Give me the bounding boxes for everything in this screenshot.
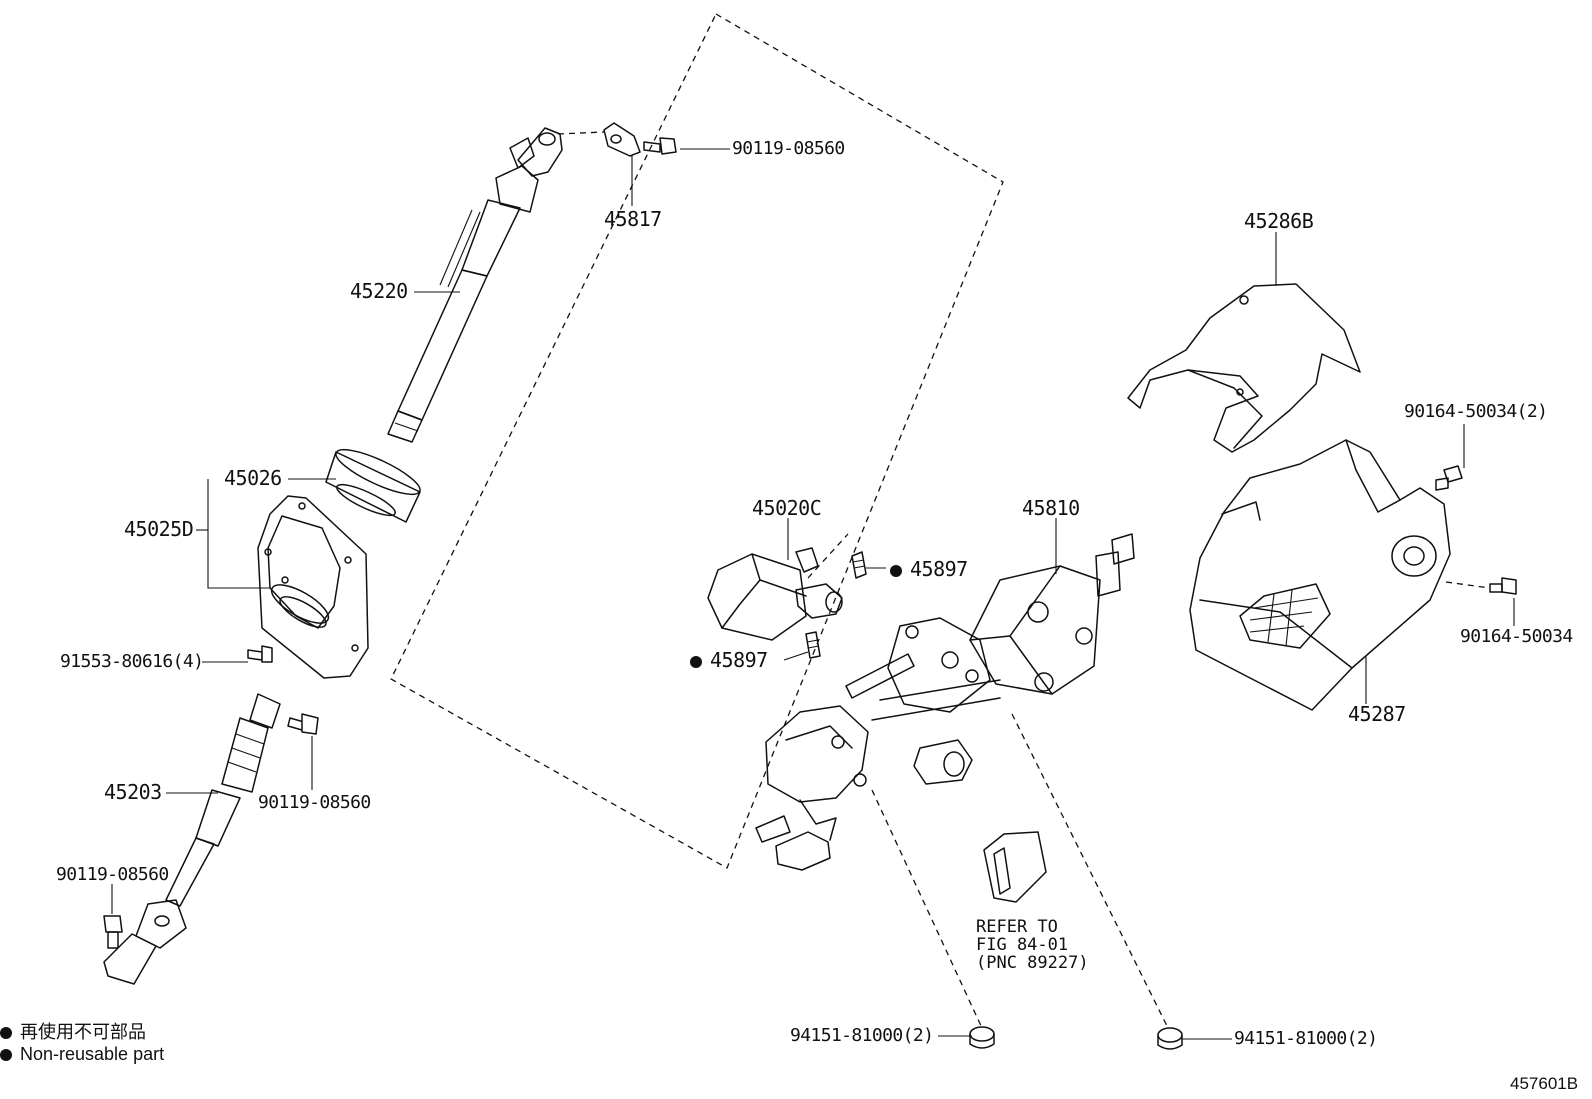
label-45286B: 45286B bbox=[1244, 209, 1314, 233]
bolt-45897-lower bbox=[805, 631, 821, 659]
nut-94151-left bbox=[969, 1026, 995, 1049]
label-45810: 45810 bbox=[1022, 496, 1080, 520]
label-45025D: 45025D bbox=[124, 517, 194, 541]
label-45020C: 45020C bbox=[752, 496, 822, 520]
clip-45817 bbox=[557, 122, 641, 157]
legend-japanese: 再使用不可部品 bbox=[0, 1018, 146, 1044]
label-94151-right: 94151-81000(2) bbox=[1234, 1028, 1378, 1049]
assembly-outline bbox=[390, 13, 1004, 869]
nut-path-left bbox=[871, 789, 983, 1029]
label-45897-upper: 45897 bbox=[890, 558, 968, 580]
legend-english: Non-reusable part bbox=[0, 1044, 164, 1065]
non-reusable-dot-icon bbox=[0, 1027, 12, 1040]
non-reusable-dot-icon bbox=[690, 655, 702, 668]
refer-note-line2: FIG 84-01 bbox=[976, 935, 1069, 955]
lower-cover-45287 bbox=[1189, 439, 1451, 711]
nut-94151-right bbox=[1157, 1027, 1183, 1050]
lock-45020C bbox=[707, 533, 849, 641]
label-94151-left: 94151-81000(2) bbox=[790, 1025, 934, 1046]
label-45287: 45287 bbox=[1348, 702, 1406, 726]
bolt-90119-top bbox=[643, 137, 677, 155]
nut-path-right bbox=[1011, 713, 1169, 1029]
label-90119-mid: 90119-08560 bbox=[258, 792, 371, 813]
label-45220: 45220 bbox=[350, 279, 408, 303]
steering-column-45810 bbox=[755, 533, 1135, 871]
bolt-90119-low bbox=[103, 915, 123, 949]
non-reusable-dot-icon bbox=[0, 1049, 12, 1062]
bolt-45897-upper bbox=[851, 551, 867, 579]
intermediate-shaft-45220 bbox=[387, 127, 563, 443]
label-91553: 91553-80616(4) bbox=[60, 651, 204, 672]
bolt-90119-mid bbox=[287, 713, 319, 735]
label-45026: 45026 bbox=[224, 466, 282, 490]
label-90164: 90164-50034 bbox=[1460, 626, 1573, 647]
label-90119-top: 90119-08560 bbox=[732, 138, 845, 159]
refer-note-line1: REFER TO bbox=[976, 917, 1058, 937]
non-reusable-dot-icon bbox=[890, 564, 902, 577]
bearing-45026 bbox=[325, 448, 421, 523]
label-45817: 45817 bbox=[604, 207, 662, 231]
module-pnc-89227 bbox=[983, 831, 1047, 903]
bolt-91553 bbox=[247, 645, 273, 663]
label-45897-lower: 45897 bbox=[690, 649, 768, 671]
label-90119-low: 90119-08560 bbox=[56, 864, 169, 885]
refer-note-line3: (PNC 89227) bbox=[976, 953, 1089, 973]
screw-90164 bbox=[1445, 577, 1517, 595]
label-90164-2: 90164-50034(2) bbox=[1404, 401, 1548, 422]
illustration-number: 457601B bbox=[1510, 1074, 1579, 1093]
leader-lines bbox=[111, 148, 1515, 1040]
cover-45025D bbox=[257, 495, 369, 679]
upper-cover-45286B bbox=[1127, 283, 1361, 453]
label-45203: 45203 bbox=[104, 780, 162, 804]
screw-90164-2 bbox=[1435, 465, 1463, 491]
lower-shaft-45203 bbox=[103, 693, 281, 985]
